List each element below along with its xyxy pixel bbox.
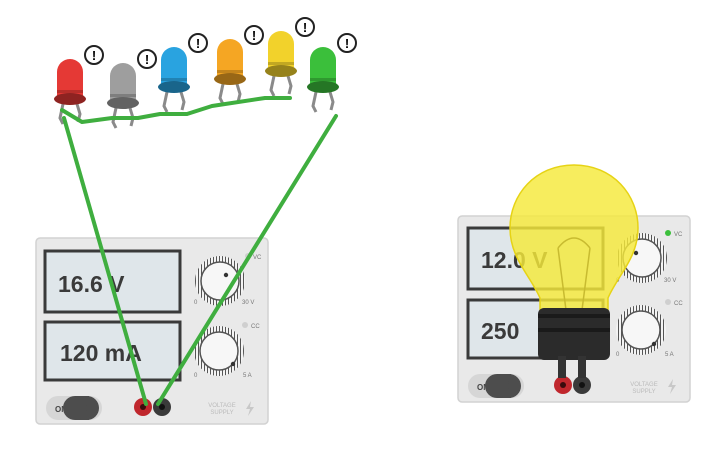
brand-label-line1: VOLTAGE [208,403,235,409]
current-knob-pointer [230,361,236,367]
led-leg [269,75,276,97]
lightning-icon [668,379,676,394]
led-leg [58,103,65,125]
wire-to-positive[interactable] [62,116,148,406]
bulb-base [538,308,610,360]
warning-icon[interactable]: ! [188,33,208,53]
led-green[interactable]: ! [307,33,357,113]
led-leg [311,91,318,113]
lightning-icon [246,401,254,416]
vc-label: VC [674,232,683,238]
light-bulb[interactable] [509,164,639,378]
bulb-filament [557,237,591,311]
warning-label: ! [196,36,200,51]
warning-icon[interactable]: ! [295,17,315,37]
wires [60,96,338,406]
led-dome[interactable] [110,63,136,102]
voltage-knob-pointer [633,250,639,256]
warning-icon[interactable]: ! [137,49,157,69]
led-strip[interactable]: !!!!!! [54,17,357,129]
led-rim [158,81,190,93]
vc-indicator [665,230,671,236]
led-orange[interactable]: ! [214,25,264,105]
current-max-label: 5 A [243,373,252,379]
led-dome[interactable] [268,31,294,70]
voltage-min-label: 0 [194,300,198,306]
led-leg [235,83,242,103]
brand-label-line2: SUPPLY [632,389,655,395]
warning-icon[interactable]: ! [244,25,264,45]
current-knob[interactable] [621,310,661,350]
power-toggle-label: ON [477,383,489,392]
power-toggle[interactable]: ON [468,374,524,398]
cc-indicator [665,299,671,305]
voltage-knob-pointer [223,272,229,278]
led-leg [286,75,293,95]
voltage-max-label: 30 V [242,300,254,306]
vc-label: VC [253,255,262,261]
led-yellow[interactable]: ! [265,17,315,97]
led-red[interactable]: ! [54,45,104,125]
led-blue[interactable]: ! [158,33,208,113]
current-readout: 250 [481,318,519,344]
power-supply-left[interactable]: 16.6 V 120 mA VC 0 30 V CC 0 5 A ON VOLT… [35,237,269,425]
wire-to-negative[interactable] [156,114,338,406]
brand-label-line1: VOLTAGE [630,382,657,388]
led-rim [54,93,86,105]
power-toggle[interactable]: ON [46,396,102,420]
led-leg [218,83,225,105]
led-rim [307,81,339,93]
bulb-lead-left [558,356,566,378]
led-rim [107,97,139,109]
led-dome[interactable] [161,47,187,86]
warning-label: ! [252,28,256,43]
led-dome[interactable] [310,47,336,86]
current-knob[interactable] [199,331,239,371]
current-min-label: 0 [194,373,198,379]
led-dome[interactable] [217,39,243,78]
current-min-label: 0 [616,352,620,358]
warning-label: ! [303,20,307,35]
led-rim [214,73,246,85]
led-rim [265,65,297,77]
warning-icon[interactable]: ! [337,33,357,53]
led-chain-wire[interactable] [60,96,292,124]
current-max-label: 5 A [665,352,674,358]
led-leg [328,91,335,111]
current-display [43,320,182,382]
cc-label: CC [674,301,683,307]
led-leg [162,91,169,113]
warning-icon[interactable]: ! [84,45,104,65]
led-leg [179,91,186,111]
cc-indicator [242,322,248,328]
cc-label: CC [251,324,260,330]
warning-label: ! [345,36,349,51]
led-leg [111,107,118,129]
warning-label: ! [145,52,149,67]
brand-label-line2: SUPPLY [210,410,233,416]
voltage-max-label: 30 V [664,278,676,284]
led-unlit[interactable]: ! [107,49,157,129]
led-dome[interactable] [57,59,83,98]
warning-label: ! [92,48,96,63]
bulb-lead-right [578,356,586,378]
power-toggle-label: ON [55,405,67,414]
current-knob-pointer [651,341,657,347]
